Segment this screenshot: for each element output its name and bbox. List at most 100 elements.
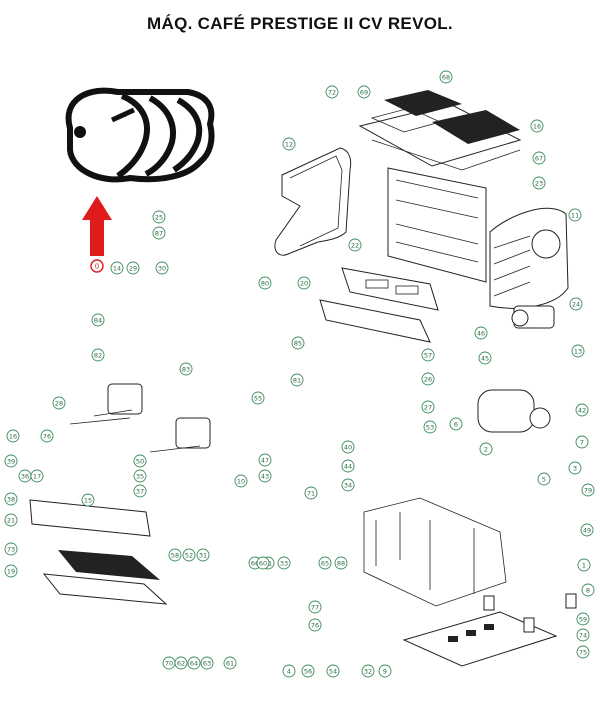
callout-35[interactable]: 35: [133, 469, 147, 483]
callout-71[interactable]: 71: [304, 486, 318, 500]
side-panel-left-part: [274, 147, 352, 256]
callout-87[interactable]: 87: [152, 226, 166, 240]
callout-88[interactable]: 88: [334, 556, 348, 570]
callout-43[interactable]: 43: [258, 469, 272, 483]
callout-25[interactable]: 25: [152, 210, 166, 224]
callout-72[interactable]: 72: [325, 85, 339, 99]
callout-9[interactable]: 9: [378, 664, 392, 678]
callout-84[interactable]: 84: [91, 313, 105, 327]
callout-7[interactable]: 7: [575, 435, 589, 449]
callout-label: 66: [251, 560, 259, 568]
callout-29[interactable]: 29: [126, 261, 140, 275]
callout-15[interactable]: 15: [81, 493, 95, 507]
callout-39[interactable]: 39: [4, 454, 18, 468]
callout-59[interactable]: 59: [576, 612, 590, 626]
callout-22[interactable]: 22: [348, 238, 362, 252]
callout-11[interactable]: 11: [568, 208, 582, 222]
callout-57[interactable]: 57: [421, 348, 435, 362]
callout-83[interactable]: 83: [179, 362, 193, 376]
callout-10[interactable]: 10: [234, 474, 248, 488]
callout-61[interactable]: 61: [223, 656, 237, 670]
callout-6[interactable]: 6: [449, 417, 463, 431]
callout-27[interactable]: 27: [421, 400, 435, 414]
callout-64[interactable]: 64: [187, 656, 201, 670]
callout-55[interactable]: 55: [251, 391, 265, 405]
pump-motor-part: [511, 305, 555, 329]
callout-67[interactable]: 67: [532, 151, 546, 165]
callout-28[interactable]: 28: [52, 396, 66, 410]
callout-52[interactable]: 52: [182, 548, 196, 562]
callout-31[interactable]: 31: [196, 548, 210, 562]
callout-14[interactable]: 14: [110, 261, 124, 275]
callout-85[interactable]: 85: [291, 336, 305, 350]
callout-17[interactable]: 17: [30, 469, 44, 483]
callout-65[interactable]: 65: [318, 556, 332, 570]
callout-21[interactable]: 21: [4, 513, 18, 527]
callout-label: 58: [171, 552, 179, 560]
callout-label: 82: [94, 352, 102, 360]
callout-79[interactable]: 79: [581, 483, 595, 497]
callout-40[interactable]: 40: [341, 440, 355, 454]
callout-circle: [258, 453, 272, 467]
callout-37[interactable]: 37: [133, 484, 147, 498]
callout-label: 26: [424, 376, 432, 384]
callout-76[interactable]: 76: [308, 618, 322, 632]
callout-34[interactable]: 34: [341, 478, 355, 492]
callout-50[interactable]: 50: [133, 454, 147, 468]
callout-73[interactable]: 73: [4, 542, 18, 556]
callout-16[interactable]: 16: [530, 119, 544, 133]
callout-20[interactable]: 20: [297, 276, 311, 290]
callout-58[interactable]: 58: [168, 548, 182, 562]
callout-69[interactable]: 69: [357, 85, 371, 99]
highlight-callout[interactable]: 0: [90, 259, 104, 273]
callout-44[interactable]: 44: [341, 459, 355, 473]
knob-icon: [65, 87, 215, 183]
callout-76[interactable]: 76: [40, 429, 54, 443]
callout-label: 43: [261, 473, 269, 481]
callout-13[interactable]: 13: [571, 344, 585, 358]
callout-32[interactable]: 32: [361, 664, 375, 678]
callout-label: 70: [165, 660, 173, 668]
callout-33[interactable]: 33: [277, 556, 291, 570]
callout-47[interactable]: 47: [258, 453, 272, 467]
callout-8[interactable]: 8: [581, 583, 595, 597]
callout-54[interactable]: 54: [326, 664, 340, 678]
callout-circle: [568, 208, 582, 222]
callout-19[interactable]: 19: [4, 564, 18, 578]
callout-24[interactable]: 24: [569, 297, 583, 311]
callout-63[interactable]: 63: [200, 656, 214, 670]
chassis-frame-part: [363, 497, 507, 607]
callout-82[interactable]: 82: [91, 348, 105, 362]
callout-49[interactable]: 49: [580, 523, 594, 537]
callout-26[interactable]: 26: [421, 372, 435, 386]
callout-30[interactable]: 30: [155, 261, 169, 275]
callout-4[interactable]: 4: [282, 664, 296, 678]
callout-46[interactable]: 46: [474, 326, 488, 340]
callout-3[interactable]: 3: [568, 461, 582, 475]
callout-68[interactable]: 68: [439, 70, 453, 84]
callout-circle: [580, 523, 594, 537]
callout-38[interactable]: 38: [4, 492, 18, 506]
callout-1[interactable]: 1: [577, 558, 591, 572]
callout-16[interactable]: 16: [6, 429, 20, 443]
callout-12[interactable]: 12: [282, 137, 296, 151]
callout-45[interactable]: 45: [478, 351, 492, 365]
callout-42[interactable]: 42: [575, 403, 589, 417]
callout-label: 16: [533, 123, 541, 131]
callout-74[interactable]: 74: [576, 628, 590, 642]
callout-80[interactable]: 80: [258, 276, 272, 290]
callout-5[interactable]: 5: [537, 472, 551, 486]
callout-label: 71: [307, 490, 315, 498]
callout-53[interactable]: 53: [423, 420, 437, 434]
callout-62[interactable]: 62: [174, 656, 188, 670]
callout-70[interactable]: 70: [162, 656, 176, 670]
callout-75[interactable]: 75: [576, 645, 590, 659]
callout-2[interactable]: 2: [479, 442, 493, 456]
callout-60[interactable]: 60: [256, 556, 270, 570]
callout-36[interactable]: 36: [18, 469, 32, 483]
callout-81[interactable]: 81: [290, 373, 304, 387]
callout-56[interactable]: 56: [301, 664, 315, 678]
callout-23[interactable]: 23: [532, 176, 546, 190]
callout-77[interactable]: 77: [308, 600, 322, 614]
callout-circle: [318, 556, 332, 570]
